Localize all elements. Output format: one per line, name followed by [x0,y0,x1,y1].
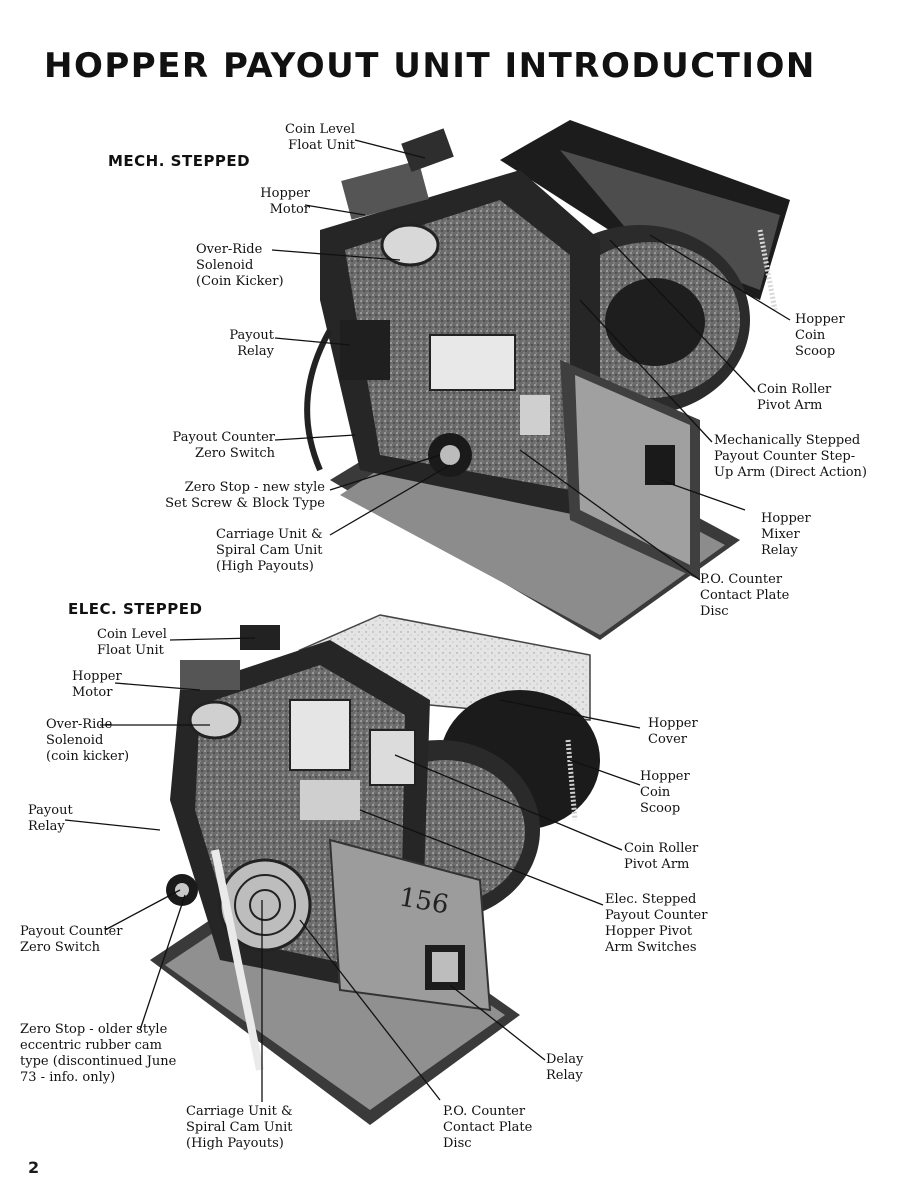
elec-override-solenoid-label: Over-Ride Solenoid (coin kicker) [46,717,130,764]
elec-hopper-motor-label: Hopper Motor [72,669,122,700]
elec-carriage-label: Carriage Unit & Spiral Cam Unit (High Pa… [186,1104,293,1151]
elec-pivot-switches-label: Elec. Stepped Payout Counter Hopper Pivo… [605,892,708,955]
mech-mixer-relay-label: Hopper Mixer Relay [761,511,811,558]
elec-contact-disc-label: P.O. Counter Contact Plate Disc [443,1104,533,1151]
mech-stepped-heading: MECH. STEPPED [108,152,251,170]
elec-payout-relay-label: Payout Relay [28,803,73,834]
mech-coin-scoop-label: Hopper Coin Scoop [795,312,845,359]
mech-contact-disc-label: P.O. Counter Contact Plate Disc [700,572,790,619]
mech-override-solenoid-label: Over-Ride Solenoid (Coin Kicker) [196,242,284,289]
mech-stepped-photo [304,120,790,640]
elec-delay-relay-label: Delay Relay [546,1052,584,1083]
elec-roller-arm-label: Coin Roller Pivot Arm [624,841,699,872]
mech-hopper-motor-label: Hopper Motor [260,186,310,217]
mech-step-up-arm-label: Mechanically Stepped Payout Counter Step… [714,433,867,480]
mech-payout-relay-label: Payout Relay [229,328,274,359]
mech-carriage-label: Carriage Unit & Spiral Cam Unit (High Pa… [216,527,323,574]
mech-roller-arm-label: Coin Roller Pivot Arm [757,382,832,413]
mech-zero-switch-label: Payout Counter Zero Switch [172,430,275,461]
elec-stepped-heading: ELEC. STEPPED [68,600,203,618]
page-number: 2 [28,1158,40,1177]
elec-stepped-photo: 156 [150,614,600,1125]
elec-leader-lines [64,637,641,1102]
elec-hopper-cover-label: Hopper Cover [648,716,698,747]
elec-zero-stop-label: Zero Stop - older style eccentric rubber… [20,1022,177,1085]
elec-coin-scoop-label: Hopper Coin Scoop [640,769,690,816]
mech-zero-stop-label: Zero Stop - new style Set Screw & Block … [165,480,325,511]
mech-leader-lines [271,139,791,581]
elec-coin-level-label: Coin Level Float Unit [97,627,167,658]
mech-coin-level-label: Coin Level Float Unit [285,122,355,153]
elec-zero-switch-label: Payout Counter Zero Switch [20,924,123,955]
page-title: HOPPER PAYOUT UNIT INTRODUCTION [44,46,816,86]
